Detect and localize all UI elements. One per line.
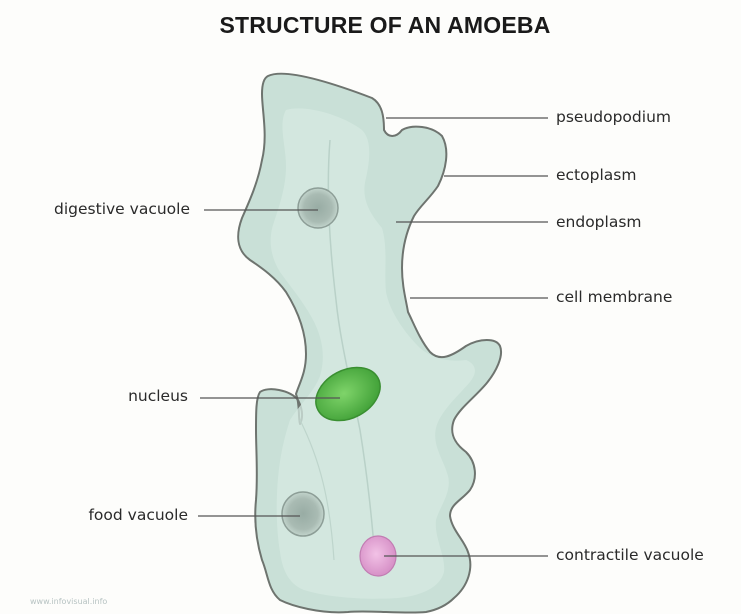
label-food-vacuole: food vacuole (22, 508, 188, 524)
label-contractile-vacuole: contractile vacuole (556, 548, 704, 564)
diagram-title: STRUCTURE OF AN AMOEBA (0, 12, 741, 39)
label-pseudopodium: pseudopodium (556, 110, 671, 126)
label-ectoplasm: ectoplasm (556, 168, 636, 184)
label-cell-membrane: cell membrane (556, 290, 672, 306)
label-digestive-vacuole: digestive vacuole (22, 202, 190, 218)
label-endoplasm: endoplasm (556, 215, 642, 231)
digestive-vacuole-shape (298, 188, 338, 228)
source-watermark: www.infovisual.info (30, 597, 107, 606)
food-vacuole-shape (282, 492, 324, 536)
label-nucleus: nucleus (22, 389, 188, 405)
